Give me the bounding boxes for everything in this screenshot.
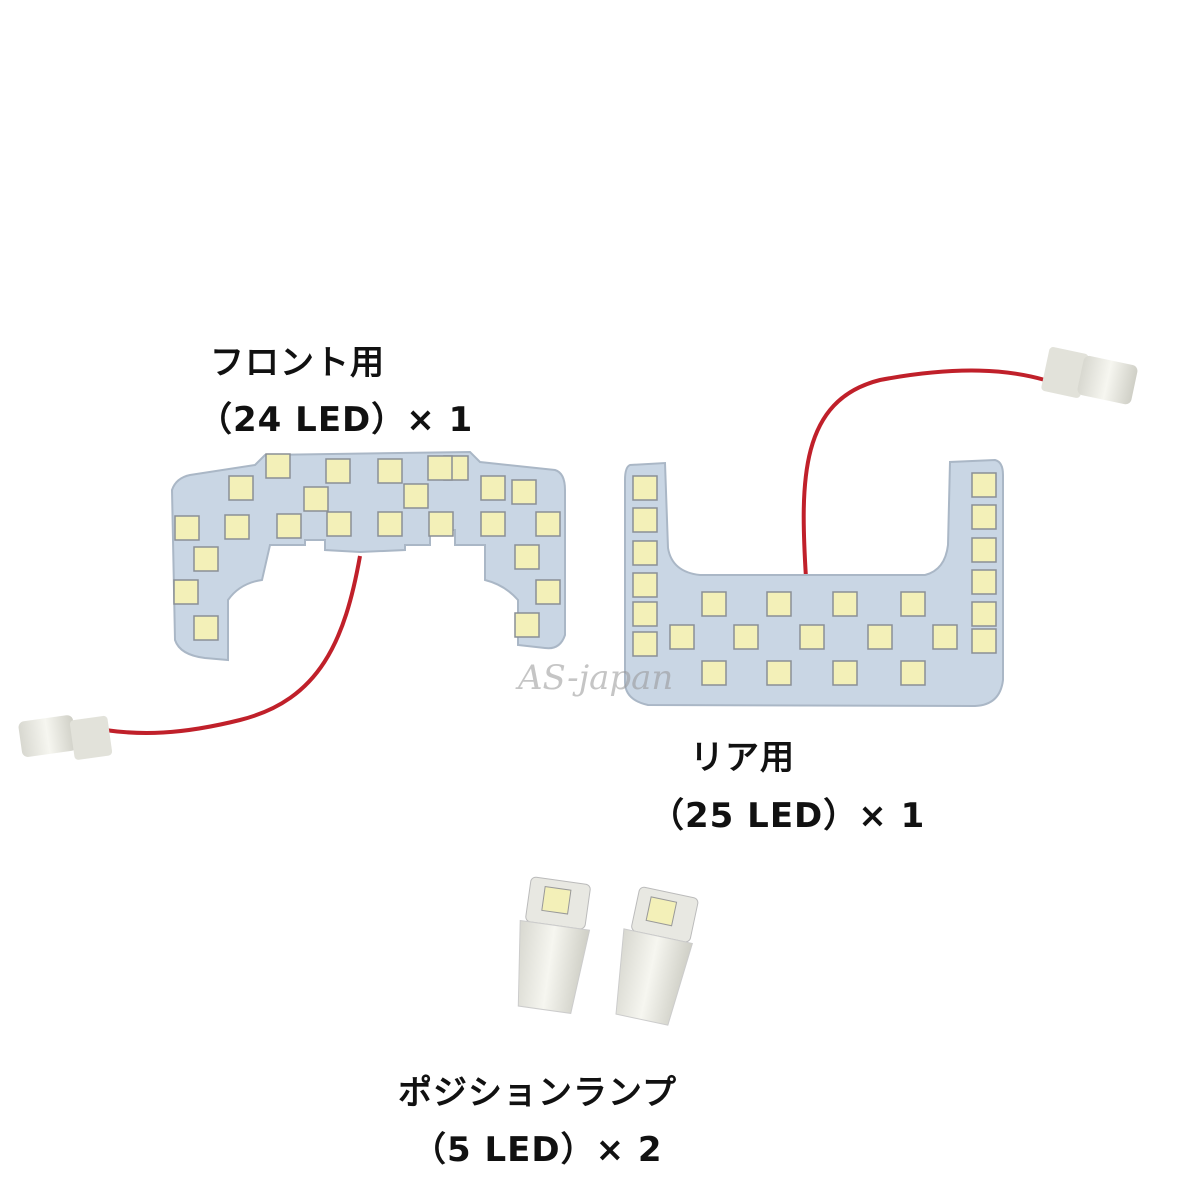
smd-led (276, 513, 302, 539)
smd-led (480, 475, 506, 501)
smd-led (193, 546, 219, 572)
smd-led (971, 537, 997, 563)
rear-wedge-socket (1041, 347, 1138, 405)
smd-led (701, 660, 727, 686)
smd-led (733, 624, 759, 650)
smd-led (701, 591, 727, 617)
smd-led (511, 479, 537, 505)
smd-led (971, 628, 997, 654)
smd-led (766, 660, 792, 686)
rear-led-board (624, 458, 1004, 708)
smd-led (427, 455, 453, 481)
smd-led (766, 591, 792, 617)
smd-led (428, 511, 454, 537)
smd-led (900, 660, 926, 686)
smd-led (932, 624, 958, 650)
smd-led (193, 615, 219, 641)
smd-led (480, 511, 506, 537)
smd-led (632, 540, 658, 566)
smd-led (535, 579, 561, 605)
smd-led (403, 483, 429, 509)
front-led-board (170, 450, 566, 662)
smd-led (971, 569, 997, 595)
position-lamp-title: ポジションランプ (398, 1073, 677, 1113)
front-title: フロント用 (210, 343, 385, 383)
front-wire (104, 555, 362, 735)
position-lamp-bulb (615, 886, 699, 1026)
smd-led (174, 515, 200, 541)
smd-led (265, 453, 291, 479)
smd-led (377, 458, 403, 484)
smd-led (669, 624, 695, 650)
position-lamp-bulb (517, 876, 591, 1014)
watermark: AS-japan (518, 658, 674, 698)
smd-led (832, 660, 858, 686)
smd-led (173, 579, 199, 605)
smd-led (632, 507, 658, 533)
smd-led (632, 572, 658, 598)
front-wedge-socket (18, 715, 113, 760)
smd-led (832, 591, 858, 617)
smd-led (632, 475, 658, 501)
smd-led (867, 624, 893, 650)
smd-led (799, 624, 825, 650)
smd-led (632, 601, 658, 627)
rear-title: リア用 (690, 738, 795, 778)
smd-led (971, 601, 997, 627)
smd-led (326, 511, 352, 537)
smd-led (535, 511, 561, 537)
front-spec: （24 LED）× 1 (198, 400, 474, 440)
position-lamp-spec: （5 LED）× 2 (412, 1130, 663, 1170)
smd-led (971, 472, 997, 498)
rear-wire (801, 368, 1046, 579)
smd-led (514, 544, 540, 570)
smd-led (514, 612, 540, 638)
smd-led (228, 475, 254, 501)
smd-led (303, 486, 329, 512)
smd-led (377, 511, 403, 537)
smd-led (325, 458, 351, 484)
smd-led (971, 504, 997, 530)
smd-led (632, 631, 658, 657)
smd-led (224, 514, 250, 540)
rear-spec: （25 LED）× 1 (650, 796, 926, 836)
smd-led (900, 591, 926, 617)
